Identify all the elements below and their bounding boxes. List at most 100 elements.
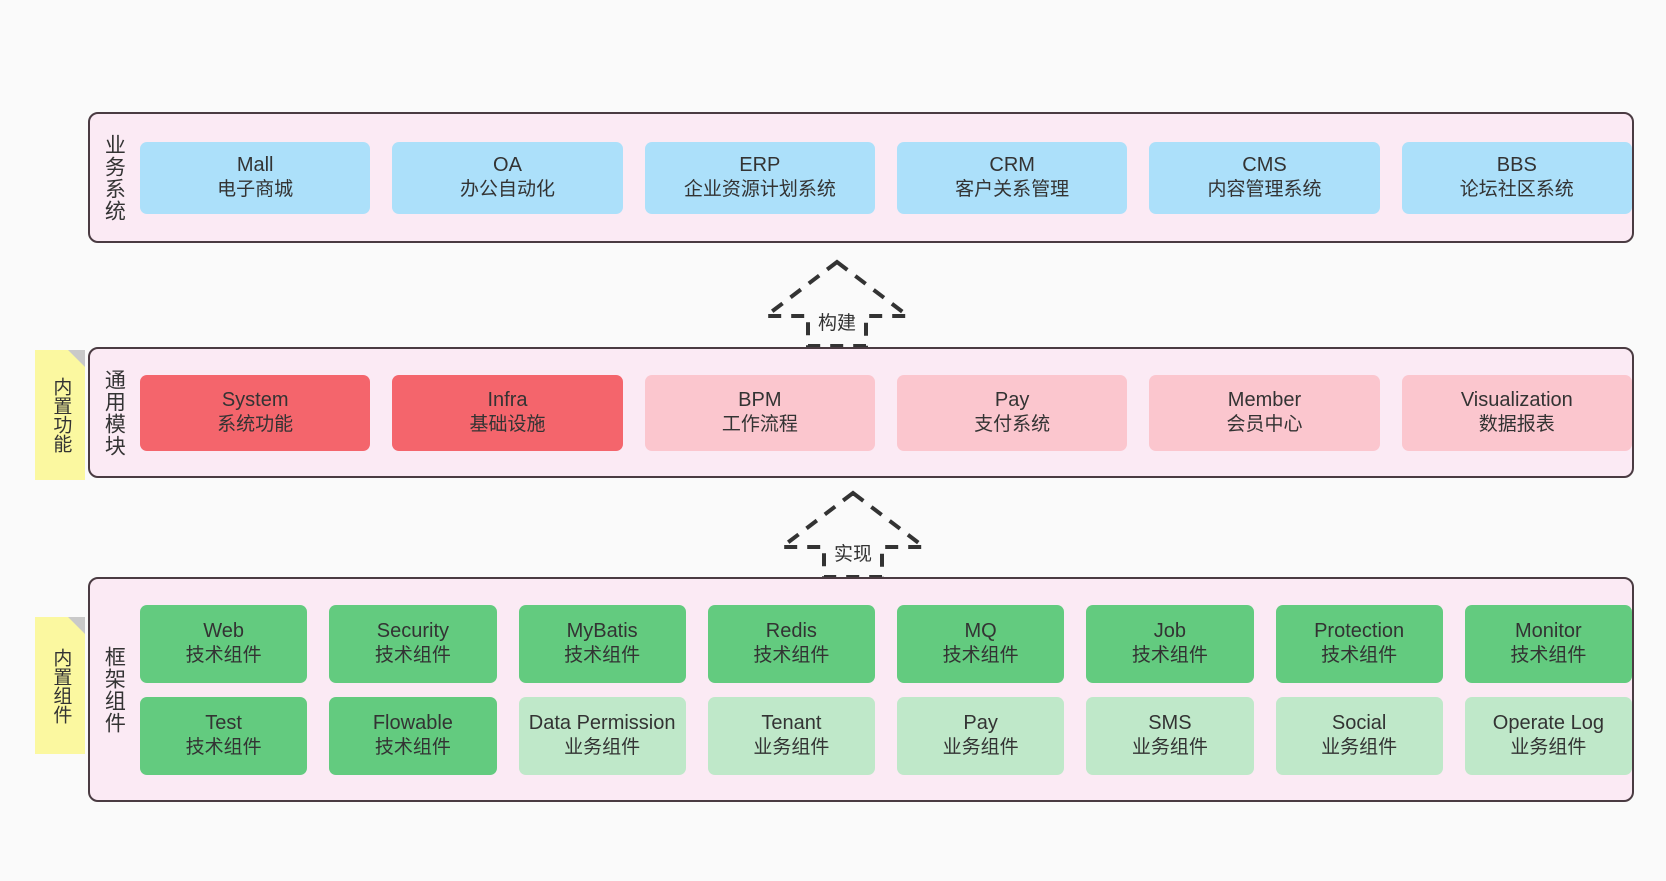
card-erp-desc: 企业资源计划系统 (683, 179, 836, 201)
layer-framework-component-caption: 框架组件 (102, 645, 126, 734)
card-visualization[interactable]: Visualization 数据报表 (1401, 374, 1632, 451)
card-job[interactable]: Job 技术组件 (1086, 604, 1254, 683)
card-test[interactable]: Test 技术组件 (140, 696, 308, 775)
card-oa-name: OA (493, 153, 522, 176)
card-system[interactable]: System 系统功能 (140, 374, 371, 451)
note-builtin-function: 内置功能 (35, 350, 85, 480)
card-sms-name: SMS (1148, 711, 1192, 734)
card-mq-desc: 技术组件 (942, 645, 1019, 667)
card-pay-module[interactable]: Pay 支付系统 (896, 374, 1128, 451)
card-tenant-name: Tenant (761, 711, 822, 734)
card-protection[interactable]: Protection 技术组件 (1275, 604, 1443, 683)
card-member[interactable]: Member 会员中心 (1149, 374, 1380, 451)
card-mq[interactable]: MQ 技术组件 (897, 604, 1065, 683)
card-pay-component[interactable]: Pay 业务组件 (897, 696, 1065, 775)
card-sms-desc: 业务组件 (1131, 737, 1208, 759)
card-monitor[interactable]: Monitor 技术组件 (1464, 604, 1632, 683)
card-sms[interactable]: SMS 业务组件 (1086, 696, 1254, 775)
card-job-name: Job (1153, 619, 1186, 642)
card-erp[interactable]: ERP 企业资源计划系统 (644, 141, 875, 214)
card-system-desc: 系统功能 (217, 414, 294, 436)
card-infra-desc: 基础设施 (469, 414, 546, 436)
card-social-name: Social (1331, 711, 1387, 734)
business-row-1: Mall 电子商城 OA 办公自动化 ERP 企业资源计划系统 CRM 客户关系… (140, 141, 1632, 214)
card-system-name: System (221, 388, 289, 411)
layer-common-module-caption: 通用模块 (102, 368, 126, 457)
framework-row-1: Web 技术组件 Security 技术组件 MyBatis 技术组件 Redi… (140, 604, 1632, 683)
card-test-name: Test (205, 711, 242, 734)
card-pay-component-desc: 业务组件 (942, 737, 1019, 759)
card-security[interactable]: Security 技术组件 (329, 604, 497, 683)
card-social[interactable]: Social 业务组件 (1275, 696, 1443, 775)
arrow-build-shape (762, 259, 912, 348)
card-cms[interactable]: CMS 内容管理系统 (1149, 141, 1380, 214)
card-bbs-name: BBS (1496, 153, 1537, 176)
layer-common-module-body: System 系统功能 Infra 基础设施 BPM 工作流程 Pay 支付系统… (136, 349, 1632, 476)
card-operate-log[interactable]: Operate Log 业务组件 (1464, 696, 1632, 775)
card-job-desc: 技术组件 (1131, 645, 1208, 667)
card-erp-name: ERP (739, 153, 781, 176)
card-oa[interactable]: OA 办公自动化 (392, 141, 623, 214)
layer-business-system-caption: 业务系统 (102, 133, 126, 222)
note-builtin-component-label: 内置组件 (50, 647, 72, 724)
card-redis[interactable]: Redis 技术组件 (707, 604, 875, 683)
card-web[interactable]: Web 技术组件 (140, 604, 308, 683)
card-mall-name: Mall (236, 153, 274, 176)
card-mybatis-desc: 技术组件 (564, 645, 641, 667)
card-flowable[interactable]: Flowable 技术组件 (329, 696, 497, 775)
card-crm-desc: 客户关系管理 (955, 179, 1070, 201)
card-crm[interactable]: CRM 客户关系管理 (896, 141, 1128, 214)
framework-row-2: Test 技术组件 Flowable 技术组件 Data Permission … (140, 696, 1632, 775)
card-cms-name: CMS (1242, 153, 1287, 176)
card-redis-desc: 技术组件 (753, 645, 830, 667)
note-builtin-function-label: 内置功能 (50, 377, 72, 453)
arrow-implement-label: 实现 (833, 544, 872, 565)
arrow-build: 构建 (762, 258, 912, 348)
note-builtin-component: 内置组件 (35, 617, 85, 754)
card-tenant[interactable]: Tenant 业务组件 (707, 696, 875, 775)
card-pay-component-name: Pay (963, 711, 998, 734)
card-security-name: Security (376, 619, 449, 642)
card-protection-name: Protection (1314, 619, 1405, 642)
card-flowable-desc: 技术组件 (374, 737, 451, 759)
card-data-permission-desc: 业务组件 (564, 737, 641, 759)
card-tenant-desc: 业务组件 (753, 737, 830, 759)
card-security-desc: 技术组件 (374, 645, 451, 667)
layer-framework-component-body: Web 技术组件 Security 技术组件 MyBatis 技术组件 Redi… (136, 579, 1632, 800)
card-monitor-name: Monitor (1515, 619, 1582, 642)
layer-framework-component: 框架组件 Web 技术组件 Security 技术组件 MyBatis 技术组件… (88, 577, 1634, 802)
card-test-desc: 技术组件 (185, 737, 262, 759)
card-member-desc: 会员中心 (1226, 414, 1303, 436)
card-crm-name: CRM (989, 153, 1035, 176)
card-mq-name: MQ (964, 619, 997, 642)
card-oa-desc: 办公自动化 (459, 179, 555, 201)
card-operate-log-name: Operate Log (1492, 711, 1604, 734)
card-data-permission-name: Data Permission (528, 711, 676, 734)
card-social-desc: 业务组件 (1321, 737, 1398, 759)
card-web-name: Web (203, 619, 244, 642)
card-protection-desc: 技术组件 (1321, 645, 1398, 667)
card-mall[interactable]: Mall 电子商城 (140, 141, 371, 214)
card-web-desc: 技术组件 (185, 645, 262, 667)
arrow-implement: 实现 (778, 489, 928, 579)
card-pay-module-desc: 支付系统 (974, 414, 1051, 436)
card-infra[interactable]: Infra 基础设施 (392, 374, 623, 451)
card-bbs[interactable]: BBS 论坛社区系统 (1401, 141, 1632, 214)
card-bpm-desc: 工作流程 (721, 414, 798, 436)
card-bpm[interactable]: BPM 工作流程 (644, 374, 875, 451)
layer-common-module: 通用模块 System 系统功能 Infra 基础设施 BPM 工作流程 Pay… (88, 347, 1634, 478)
card-member-name: Member (1227, 388, 1302, 411)
card-mybatis[interactable]: MyBatis 技术组件 (518, 604, 686, 683)
card-flowable-name: Flowable (372, 711, 453, 734)
layer-business-system-body: Mall 电子商城 OA 办公自动化 ERP 企业资源计划系统 CRM 客户关系… (136, 114, 1632, 241)
card-visualization-desc: 数据报表 (1478, 414, 1555, 436)
card-redis-name: Redis (765, 619, 817, 642)
card-bbs-desc: 论坛社区系统 (1459, 179, 1574, 201)
card-data-permission[interactable]: Data Permission 业务组件 (518, 696, 686, 775)
layer-business-system: 业务系统 Mall 电子商城 OA 办公自动化 ERP 企业资源计划系统 CRM… (88, 112, 1634, 243)
card-pay-module-name: Pay (994, 388, 1030, 411)
card-mall-desc: 电子商城 (217, 179, 294, 201)
card-monitor-desc: 技术组件 (1510, 645, 1587, 667)
card-bpm-name: BPM (738, 388, 782, 411)
